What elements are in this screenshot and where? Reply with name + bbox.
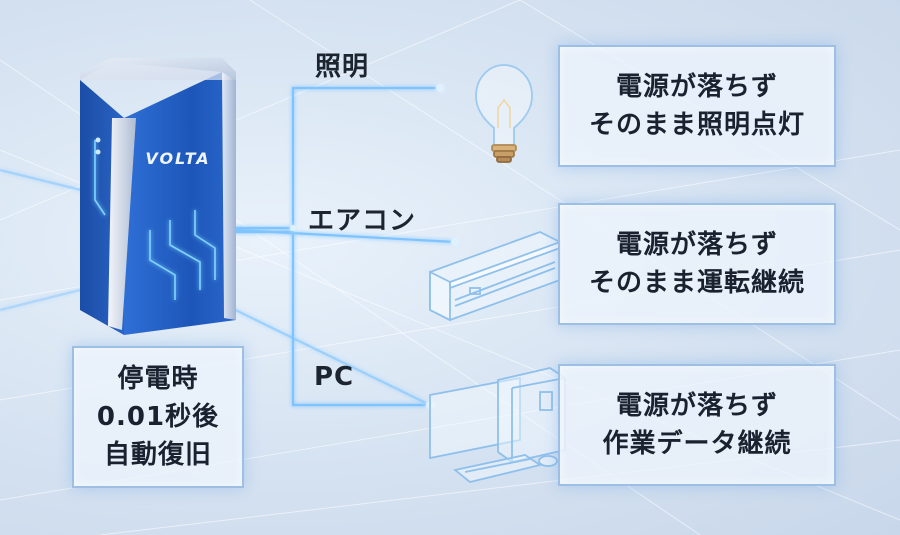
aircon-description-box: 電源が落ちず そのまま運転継続 (558, 203, 836, 325)
pc-description-box: 電源が落ちず 作業データ継続 (558, 364, 836, 486)
lighting-description-line-2: そのまま照明点灯 (588, 110, 805, 140)
branch-label-aircon: エアコン (308, 206, 417, 236)
branch-label-pc: PC (314, 362, 355, 392)
air-conditioner-icon (429, 231, 561, 322)
aircon-description-line-2: そのまま運転継続 (588, 268, 805, 298)
pc-icon (429, 367, 566, 483)
brand-logo: VOLTA (145, 149, 210, 168)
switchover-line-2: 0.01秒後 (96, 402, 220, 432)
branch-label-lighting: 照明 (315, 52, 370, 82)
light-bulb-icon (475, 64, 533, 163)
aircon-description-line-1: 電源が落ちず (615, 230, 778, 260)
switchover-box: 停電時 0.01秒後 自動復旧 (72, 346, 244, 488)
lighting-description-box: 電源が落ちず そのまま照明点灯 (558, 45, 836, 167)
switchover-line-3: 自動復旧 (103, 440, 212, 470)
battery-device: VOLTA (80, 58, 236, 335)
pc-description-line-1: 電源が落ちず (615, 391, 778, 421)
lighting-description-line-1: 電源が落ちず (615, 72, 778, 102)
switchover-line-1: 停電時 (117, 364, 199, 394)
pc-description-line-2: 作業データ継続 (602, 429, 792, 459)
connector-nodes (290, 84, 459, 409)
